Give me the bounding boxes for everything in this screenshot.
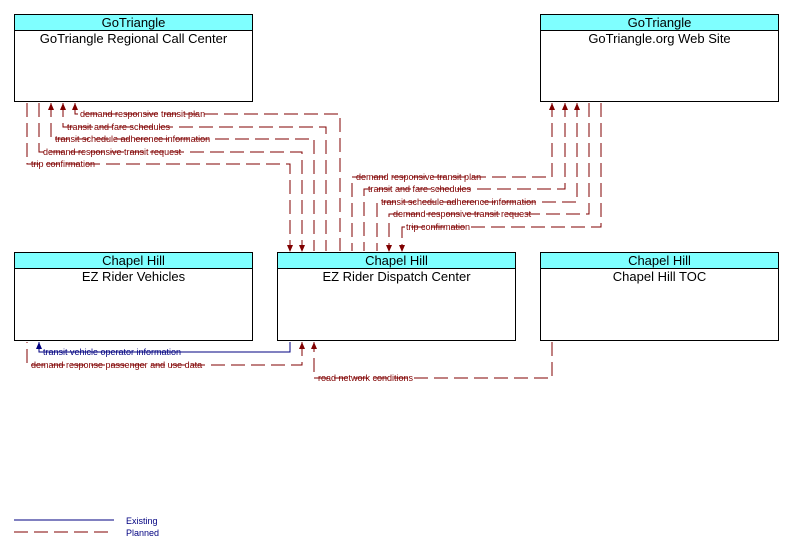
flow-label: demand responsive transit request bbox=[43, 147, 182, 157]
flow-label: transit schedule adherence information bbox=[381, 197, 536, 207]
arrowhead bbox=[549, 103, 555, 110]
arrowhead bbox=[299, 342, 305, 349]
arrowhead bbox=[36, 342, 42, 349]
flow-line bbox=[26, 342, 303, 366]
flow-label: transit and fare schedules bbox=[67, 122, 171, 132]
node-owner: GoTriangle bbox=[15, 15, 252, 31]
node-title: GoTriangle Regional Call Center bbox=[39, 31, 228, 46]
flow-line bbox=[38, 103, 303, 251]
node-owner: Chapel Hill bbox=[15, 253, 252, 269]
arrowhead bbox=[562, 103, 568, 110]
flow-line bbox=[26, 103, 291, 251]
arrowhead bbox=[60, 103, 66, 110]
flow-label: trip confirmation bbox=[406, 222, 470, 232]
flow-line bbox=[363, 103, 566, 251]
legend-planned-label: Planned bbox=[126, 528, 159, 538]
arrowhead bbox=[399, 245, 405, 252]
flow-label: demand responsive transit plan bbox=[80, 109, 205, 119]
flow-label: demand responsive transit request bbox=[393, 209, 532, 219]
flow-line bbox=[351, 103, 553, 251]
node-owner: Chapel Hill bbox=[541, 253, 778, 269]
flow-line bbox=[376, 103, 578, 251]
flow-line bbox=[388, 103, 590, 251]
node-title: EZ Rider Vehicles bbox=[81, 269, 186, 284]
flow-label: demand response passenger and use data bbox=[31, 360, 202, 370]
node-gotriangle-call-center: GoTriangle GoTriangle Regional Call Cent… bbox=[14, 14, 253, 102]
arrowhead bbox=[386, 245, 392, 252]
flow-line bbox=[62, 103, 327, 251]
flow-label: demand responsive transit plan bbox=[356, 172, 481, 182]
flow-line bbox=[50, 103, 315, 251]
node-ez-rider-vehicles: Chapel Hill EZ Rider Vehicles bbox=[14, 252, 253, 341]
flow-label: transit and fare schedules bbox=[368, 184, 472, 194]
flow-line bbox=[313, 342, 553, 379]
flow-label: transit vehicle operator information bbox=[43, 347, 181, 357]
flow-label: road network conditions bbox=[318, 373, 414, 383]
arrowhead bbox=[574, 103, 580, 110]
flow-line bbox=[401, 103, 602, 251]
node-title: EZ Rider Dispatch Center bbox=[322, 269, 471, 284]
arrowhead bbox=[287, 245, 293, 252]
flow-label: transit schedule adherence information bbox=[55, 134, 210, 144]
node-title: Chapel Hill TOC bbox=[612, 269, 707, 284]
node-chapel-hill-toc: Chapel Hill Chapel Hill TOC bbox=[540, 252, 779, 341]
legend-existing-label: Existing bbox=[126, 516, 158, 526]
arrowhead bbox=[299, 245, 305, 252]
node-title: GoTriangle.org Web Site bbox=[588, 31, 731, 46]
arrowhead bbox=[311, 342, 317, 349]
node-owner: GoTriangle bbox=[541, 15, 778, 31]
flow-label: trip confirmation bbox=[31, 159, 95, 169]
node-ez-rider-dispatch: Chapel Hill EZ Rider Dispatch Center bbox=[277, 252, 516, 341]
arrowhead bbox=[48, 103, 54, 110]
arrowhead bbox=[72, 103, 78, 110]
node-owner: Chapel Hill bbox=[278, 253, 515, 269]
node-gotriangle-web-site: GoTriangle GoTriangle.org Web Site bbox=[540, 14, 779, 102]
